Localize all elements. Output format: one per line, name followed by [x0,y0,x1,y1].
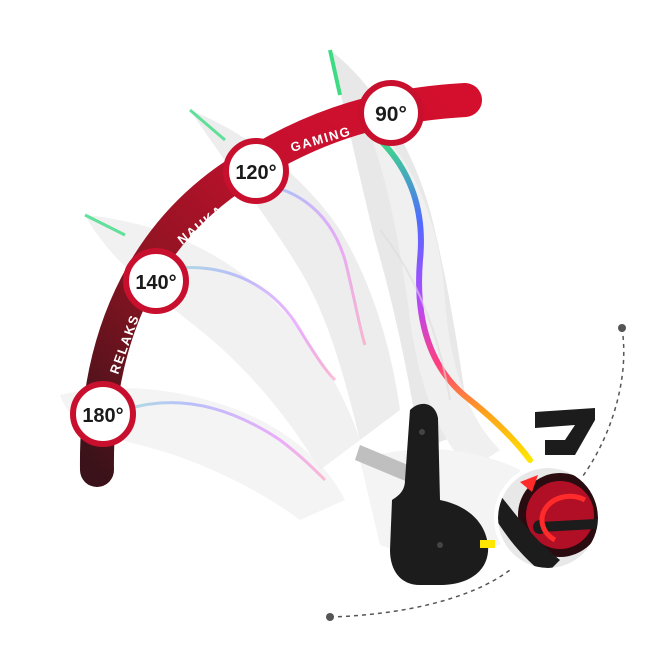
angle-badge-90: 90° [358,80,424,146]
backrest-upright [365,120,533,470]
angle-badge-180: 180° [70,381,136,447]
armrest [535,408,595,455]
svg-text:140°: 140° [135,272,176,294]
svg-text:90°: 90° [375,103,407,126]
motion-path [326,324,626,621]
lever-closeup-inset [494,464,602,572]
recline-mechanism [390,403,495,585]
angle-badge-120: 120° [223,138,289,204]
angle-badge-140: 140° [123,248,189,314]
rotate-arrow-icon [520,475,587,543]
svg-text:180°: 180° [82,405,123,427]
svg-text:120°: 120° [235,162,276,184]
